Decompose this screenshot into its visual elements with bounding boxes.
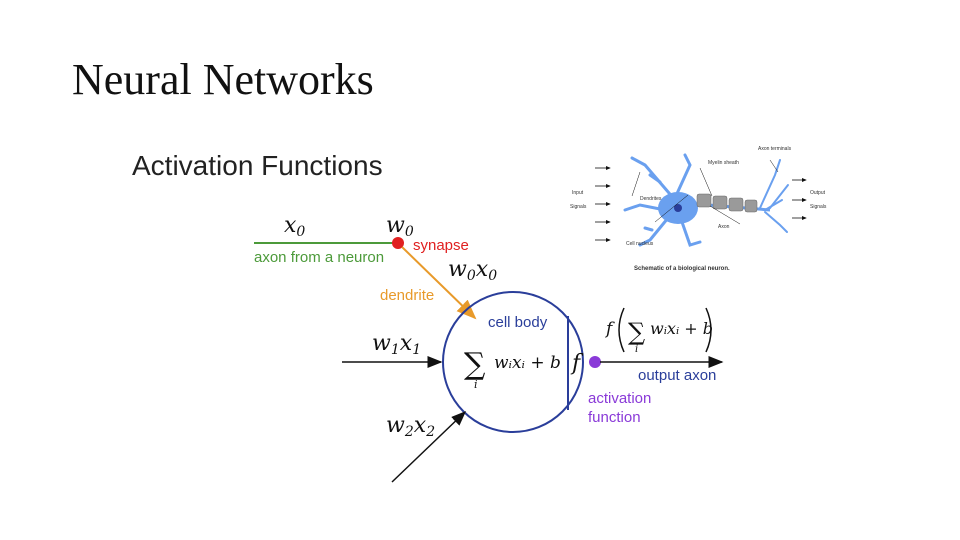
activation-label-line2: function xyxy=(588,409,641,426)
dendrite-arrow xyxy=(401,246,477,320)
synapse-dot xyxy=(392,237,404,249)
slide-title: Neural Networks xyxy=(72,55,374,104)
output-formula-rparen xyxy=(705,307,712,353)
cell-body-circle xyxy=(442,291,584,433)
sum-symbol: ∑ xyxy=(464,347,486,382)
output-formula-lparen xyxy=(618,307,625,353)
dendrite-label: dendrite xyxy=(380,287,434,304)
bio-label-dendrites: Dendrites xyxy=(640,196,662,202)
activation-label-line1: activation xyxy=(588,390,651,407)
input-arrow-w2x2 xyxy=(391,410,467,483)
bio-label-cell-nucleus: Cell nucleus xyxy=(626,241,654,247)
diagram-title: Activation Functions xyxy=(132,150,383,181)
w0x0-label: w0x0 xyxy=(448,257,497,284)
bio-label-signals-out: Signals xyxy=(810,204,827,210)
bio-label-input: Input xyxy=(572,190,584,196)
output-axon-label: output axon xyxy=(638,367,716,384)
w2x2-label: w2x2 xyxy=(386,413,435,440)
bio-neuron-caption: Schematic of a biological neuron. xyxy=(634,266,730,272)
output-formula-f: f xyxy=(604,319,615,339)
output-formula-term: wᵢxᵢ + b xyxy=(650,319,713,338)
output-formula-sum: ∑ xyxy=(628,318,645,346)
sum-index: i xyxy=(474,378,478,391)
bio-label-myelin-sheath: Myelin sheath xyxy=(708,160,739,166)
w1x1-label: w1x1 xyxy=(372,331,421,358)
bio-label-signals: Signals xyxy=(570,204,587,210)
w0-label: w0 xyxy=(386,213,414,240)
bio-label-output: Output xyxy=(810,190,826,196)
bio-label-axon: Axon xyxy=(718,224,730,230)
bio-label-axon-terminals: Axon terminals xyxy=(758,146,792,152)
cell-body-label: cell body xyxy=(488,314,548,331)
output-formula-index: i xyxy=(635,344,638,355)
sum-term: wᵢxᵢ + b xyxy=(494,353,561,373)
axon-from-neuron-label: axon from a neuron xyxy=(254,249,384,266)
biological-neuron xyxy=(595,153,807,247)
synapse-label: synapse xyxy=(413,237,469,254)
x0-label: x0 xyxy=(284,213,305,240)
activation-dot xyxy=(589,356,601,368)
